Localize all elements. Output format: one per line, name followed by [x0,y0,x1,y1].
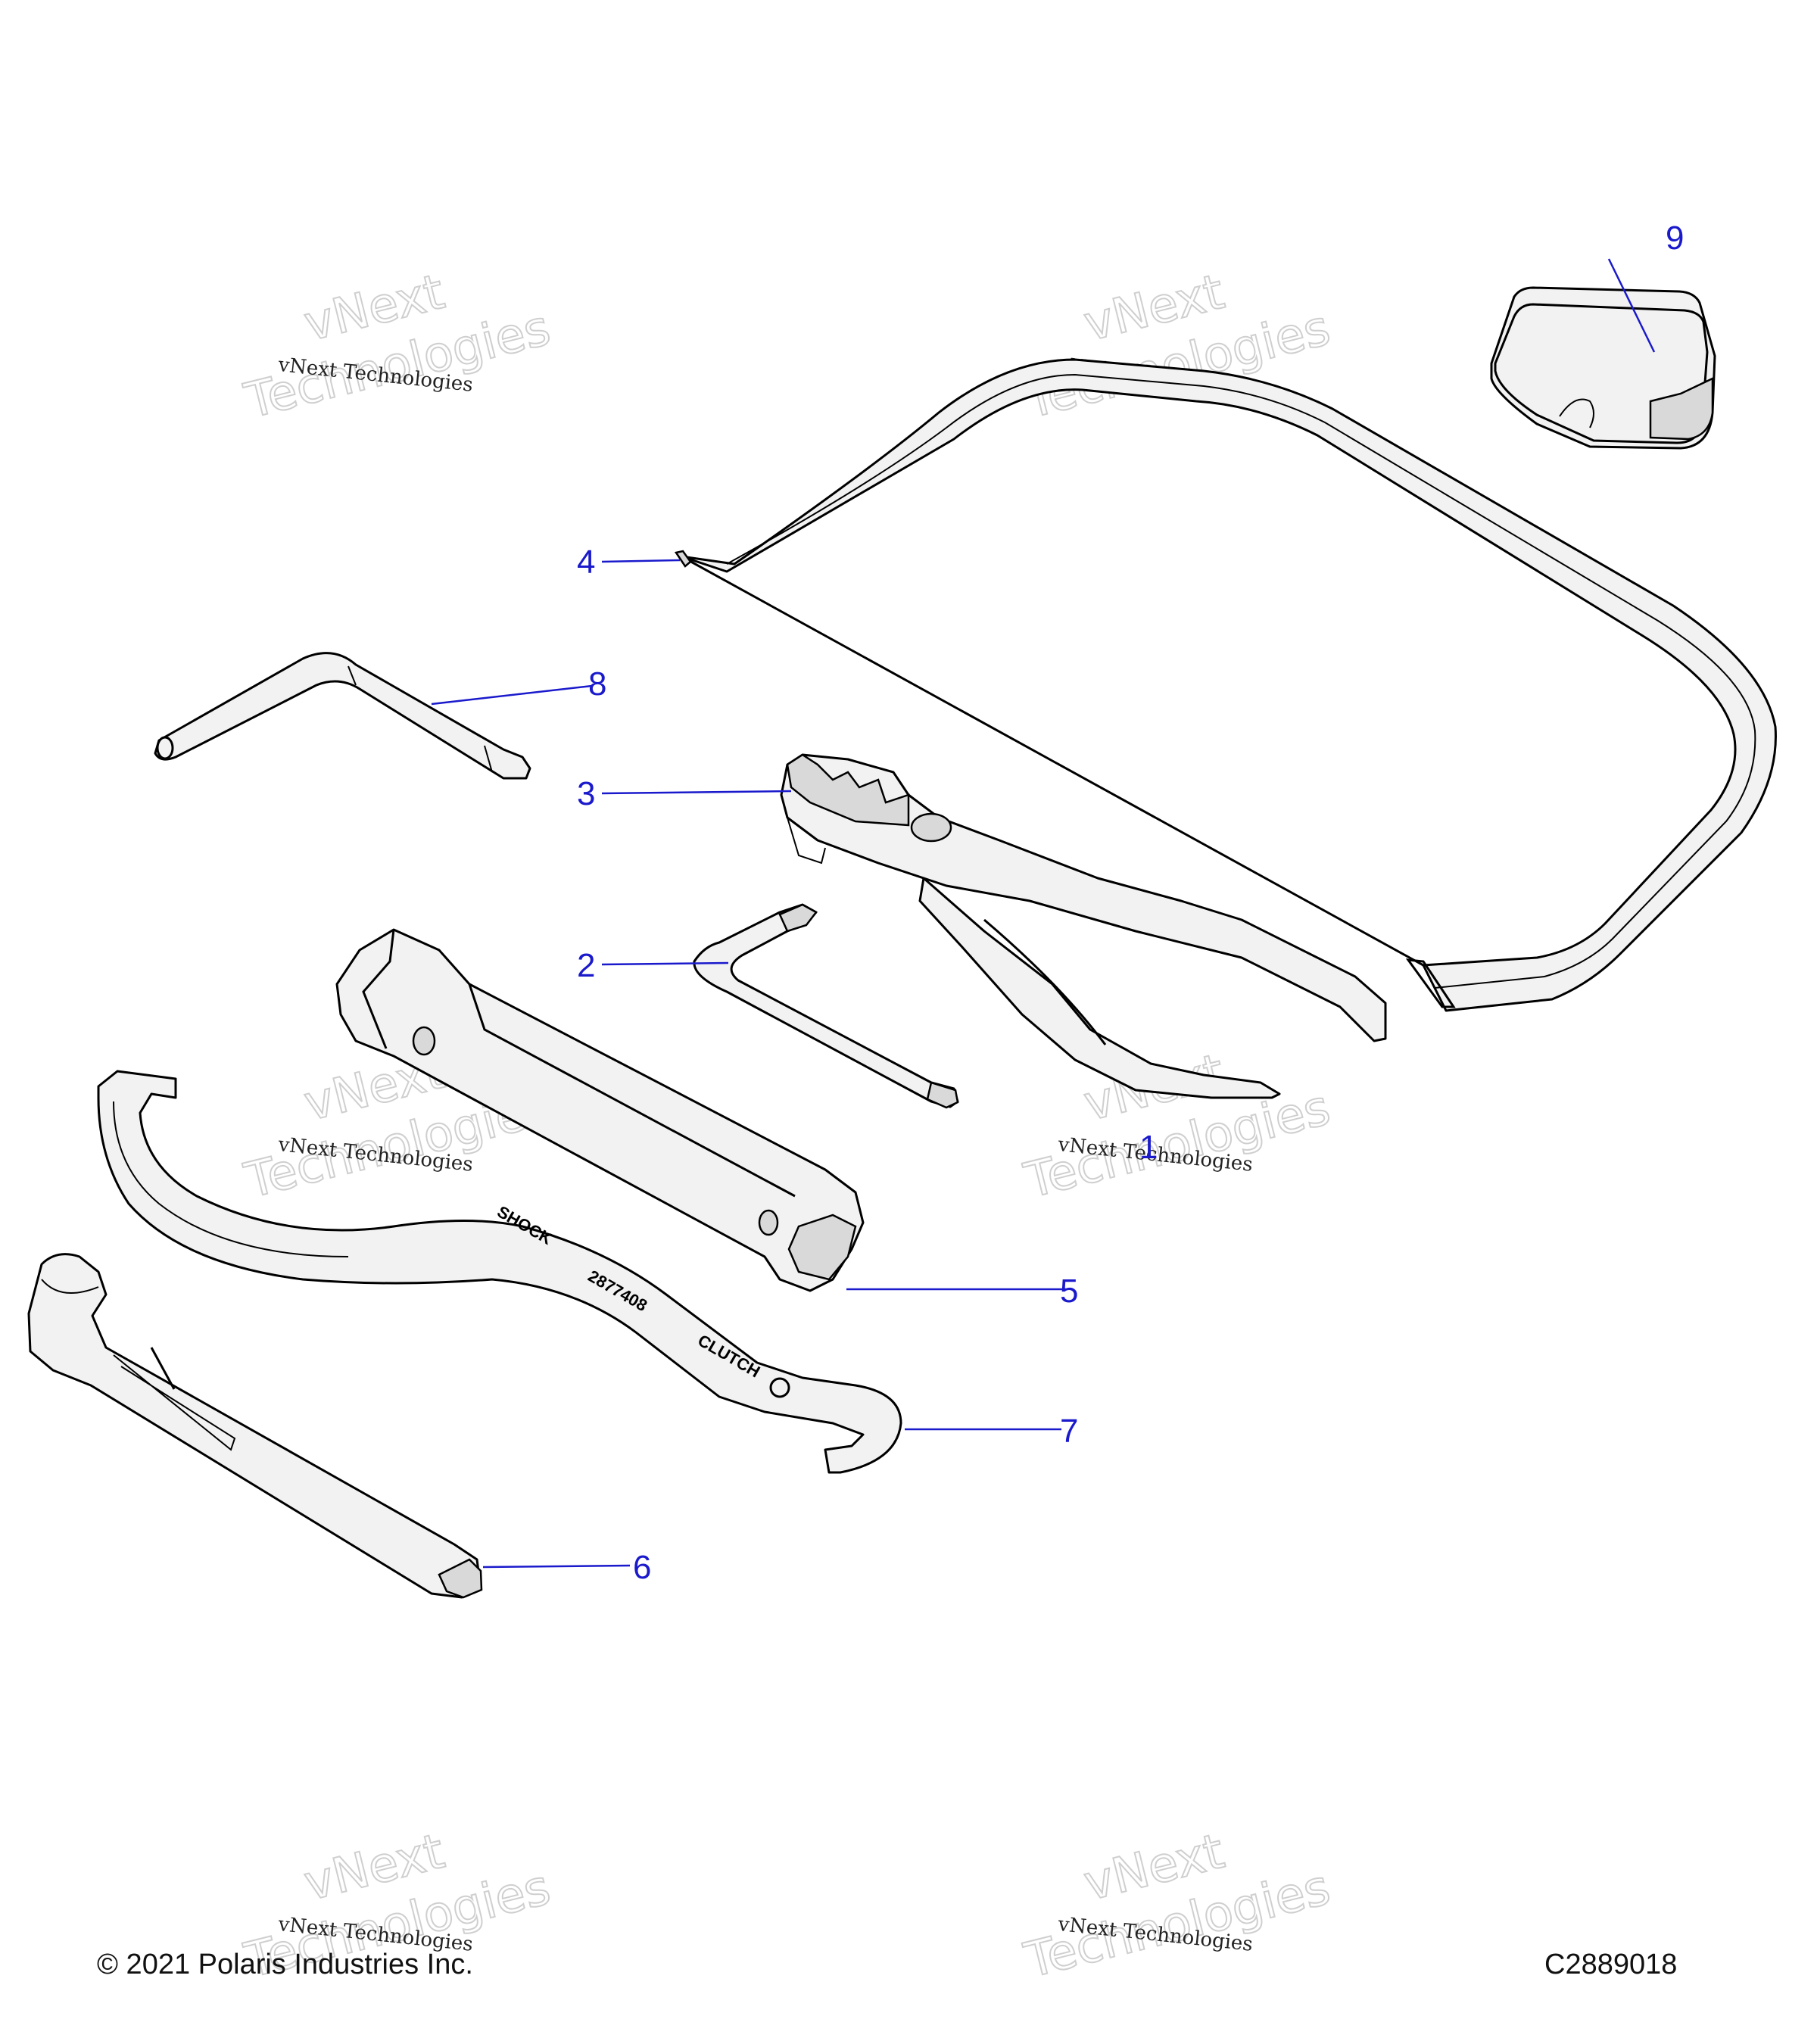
watermark-bottom-center: vNext Technologies vNext Technologies [1018,1823,1336,1990]
leader-8 [431,684,593,706]
callout-8: 8 [588,665,606,703]
leader-4 [601,559,681,563]
callout-9: 9 [1666,220,1684,257]
watermark-top-left: vNext Technologies vNext Technologies [238,263,556,431]
tool-bag-strap [674,358,1777,1012]
leader-3 [601,790,792,795]
l-hex-key [154,652,531,780]
storage-box [1490,286,1716,450]
callout-5: 5 [1060,1273,1078,1310]
callout-3: 3 [577,775,595,812]
t-handle-driver [27,1253,483,1599]
callout-2: 2 [577,947,595,984]
callout-numbers: 9 4 8 3 2 1 5 7 6 [577,220,1684,1586]
leader-6 [482,1564,631,1569]
callout-6: 6 [633,1549,651,1586]
leader-lines [431,258,1656,1569]
spark-plug-socket [335,928,865,1292]
callout-1: 1 [1139,1129,1158,1166]
drawing-number: C2889018 [1544,1949,1678,1980]
torx-l-key [693,903,959,1109]
copyright-notice: © 2021 Polaris Industries Inc. [97,1949,473,1980]
leader-9 [1607,258,1656,353]
pliers [780,753,1387,1099]
leader-2 [601,961,729,966]
callout-4: 4 [577,544,595,581]
callout-7: 7 [1060,1413,1078,1450]
